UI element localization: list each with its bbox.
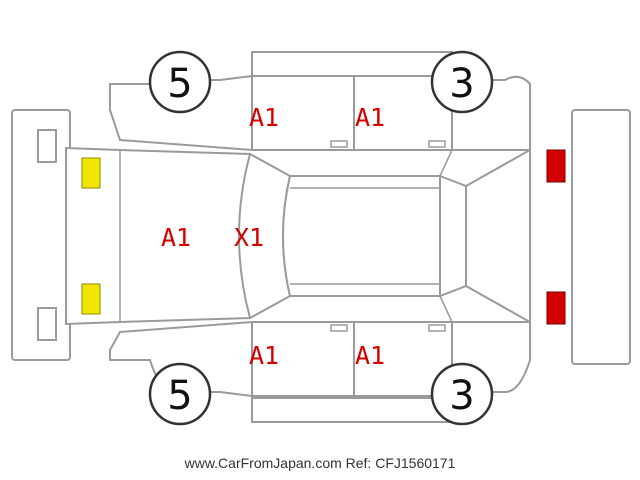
door-handle-rear-top — [428, 140, 446, 148]
tire-rear-right-value: 3 — [449, 373, 474, 419]
trunk — [465, 148, 531, 324]
code-front-door-bottom: A1 — [249, 341, 279, 370]
tire-front-right: 3 — [430, 50, 494, 114]
tire-front-left: 5 — [148, 50, 212, 114]
door-handle-front-bottom — [330, 324, 348, 332]
front-bumper — [11, 109, 71, 361]
tire-rear-left: 5 — [148, 362, 212, 426]
roof-rail-bottom — [251, 397, 453, 423]
tire-front-right-value: 3 — [449, 61, 474, 107]
code-rear-door-bottom: A1 — [355, 341, 385, 370]
tire-front-left-value: 5 — [167, 61, 192, 107]
marker-front-upper — [81, 157, 101, 189]
code-windshield: X1 — [234, 223, 264, 252]
rear-bumper — [571, 109, 631, 365]
door-handle-front-top — [330, 140, 348, 148]
source-reference: www.CarFromJapan.com Ref: CFJ1560171 — [184, 455, 456, 471]
code-rear-door-top: A1 — [355, 103, 385, 132]
marker-rear-lower — [546, 291, 566, 325]
door-handle-rear-bottom — [428, 324, 446, 332]
rear-window — [439, 174, 467, 298]
marker-rear-upper — [546, 149, 566, 183]
tire-rear-left-value: 5 — [167, 373, 192, 419]
marker-front-lower — [81, 283, 101, 315]
door-front-top — [251, 75, 355, 151]
code-front-door-top: A1 — [249, 103, 279, 132]
code-hood: A1 — [161, 223, 191, 252]
tire-rear-right: 3 — [430, 362, 494, 426]
roof-rail-top — [251, 51, 453, 77]
roof — [282, 175, 441, 297]
